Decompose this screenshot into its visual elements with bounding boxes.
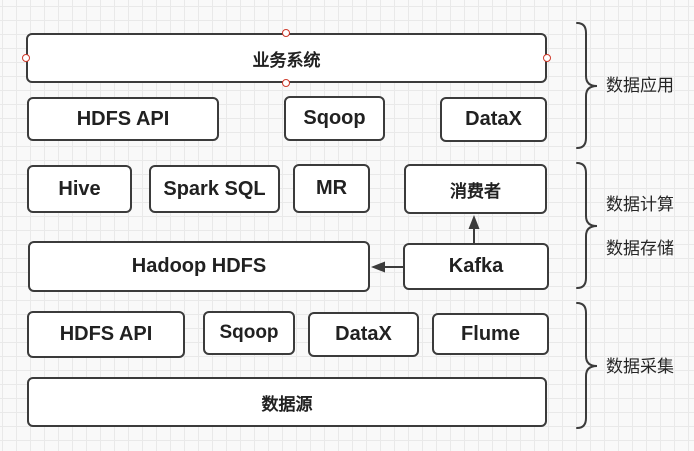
node-hive[interactable]: Hive: [27, 165, 132, 213]
section-label-storage[interactable]: 数据存储: [606, 239, 674, 258]
node-hive-label: Hive: [58, 177, 101, 200]
node-biz-system[interactable]: 业务系统: [26, 33, 547, 83]
connection-handle-left[interactable]: [22, 54, 30, 62]
node-kafka-label: Kafka: [448, 255, 504, 277]
node-data-source-label: 数据源: [261, 394, 313, 414]
section-label-collection[interactable]: 数据采集: [606, 357, 674, 376]
node-sqoop-app-label: Sqoop: [303, 107, 366, 129]
node-sqoop-app[interactable]: Sqoop: [284, 96, 385, 141]
node-hdfs-api-collect[interactable]: HDFS API: [27, 311, 185, 358]
brace-computing-storage[interactable]: [576, 162, 598, 289]
node-data-source[interactable]: 数据源: [27, 377, 547, 427]
arrowhead-up-icon: [468, 215, 480, 229]
node-biz-system-label: 业务系统: [252, 50, 321, 70]
node-hdfs-api-app-label: HDFS API: [76, 107, 170, 130]
node-mr-label: MR: [315, 177, 348, 199]
node-hadoop-hdfs[interactable]: Hadoop HDFS: [28, 241, 370, 292]
node-datax-app[interactable]: DataX: [440, 97, 547, 142]
connection-handle-right[interactable]: [543, 54, 551, 62]
node-kafka[interactable]: Kafka: [403, 243, 549, 290]
node-flume[interactable]: Flume: [432, 313, 549, 355]
node-spark-sql-label: Spark SQL: [163, 177, 266, 200]
node-mr[interactable]: MR: [293, 164, 370, 213]
node-spark-sql[interactable]: Spark SQL: [149, 165, 280, 213]
node-datax-collect[interactable]: DataX: [308, 312, 419, 357]
node-datax-collect-label: DataX: [335, 323, 392, 345]
node-sqoop-collect-label: Sqoop: [219, 322, 279, 343]
section-label-application[interactable]: 数据应用: [606, 76, 674, 95]
brace-collection[interactable]: [576, 302, 598, 429]
brace-application[interactable]: [576, 22, 598, 149]
node-datax-app-label: DataX: [465, 108, 522, 130]
node-consumer[interactable]: 消费者: [404, 164, 547, 214]
section-label-computing[interactable]: 数据计算: [606, 195, 674, 214]
arrowhead-left-icon: [371, 261, 385, 273]
node-sqoop-collect[interactable]: Sqoop: [203, 311, 295, 355]
node-consumer-label: 消费者: [450, 181, 501, 201]
connection-handle-top[interactable]: [282, 29, 290, 37]
node-flume-label: Flume: [461, 322, 520, 345]
node-hadoop-hdfs-label: Hadoop HDFS: [131, 255, 267, 277]
connection-handle-bottom[interactable]: [282, 79, 290, 87]
node-hdfs-api-collect-label: HDFS API: [59, 323, 153, 345]
node-hdfs-api-app[interactable]: HDFS API: [27, 97, 219, 141]
